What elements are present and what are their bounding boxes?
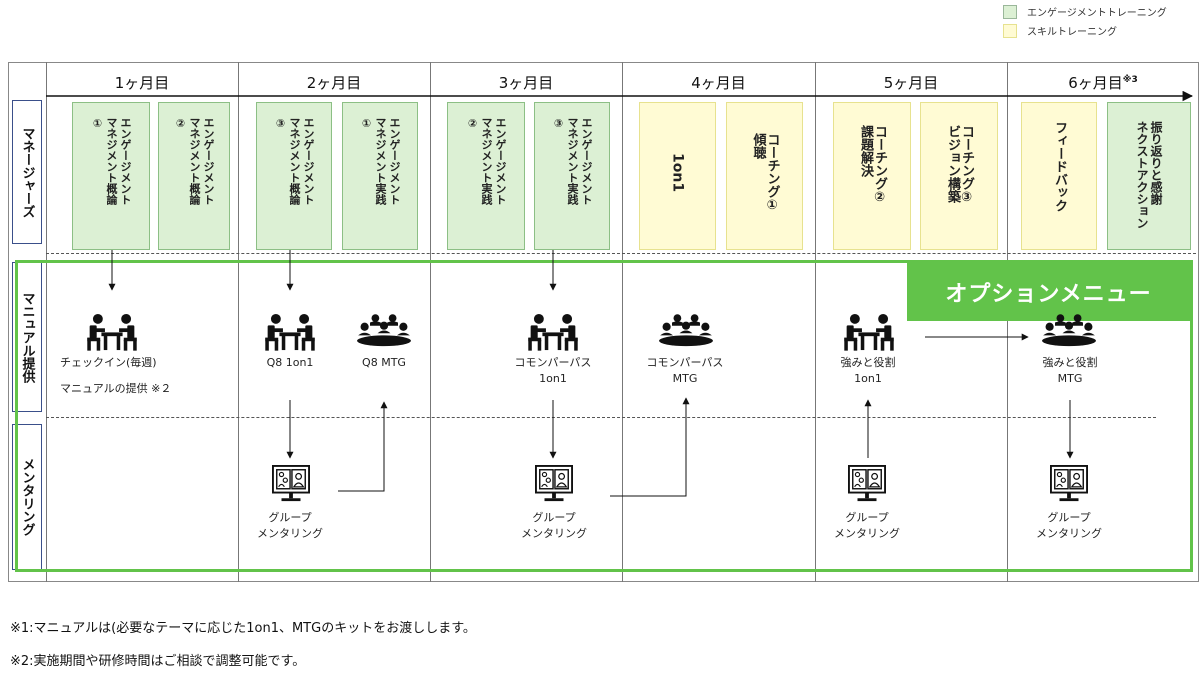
flow-arrow bbox=[610, 397, 690, 497]
q8-mtg-label: Q8 MTG bbox=[362, 356, 406, 369]
month-label: 6ヶ月目 bbox=[1068, 74, 1123, 92]
common-purpose-1on1-label: コモンパーパス 1on1 bbox=[498, 355, 608, 387]
one-on-one-icon bbox=[528, 313, 578, 351]
footnote: ※1:マニュアルは(必要なテーマに応じた1on1、MTGのキットをお渡しします。 bbox=[10, 621, 476, 636]
column-divider bbox=[1007, 62, 1008, 582]
label-line: MTG bbox=[672, 372, 698, 385]
legend-engagement: エンゲージメントトレーニング bbox=[1003, 4, 1167, 19]
training-box-label: 1on1 bbox=[669, 153, 686, 193]
label-line: メンタリング bbox=[521, 527, 587, 540]
month-header: 6ヶ月目※3 bbox=[1007, 72, 1199, 93]
group-mentoring-label: グループ メンタリング bbox=[817, 510, 917, 542]
legend-skill: スキルトレーニング bbox=[1003, 23, 1117, 38]
one-on-one-icon bbox=[265, 313, 315, 351]
common-purpose-mtg-label: コモンパーパス MTG bbox=[630, 355, 740, 387]
strength-mtg-label: 強みと役割 MTG bbox=[1020, 355, 1120, 387]
training-box-label: 振り返りと感謝ネクストアクション bbox=[1135, 121, 1163, 229]
training-box: 1on1 bbox=[639, 102, 716, 250]
manual-note-label: マニュアルの提供 ※２ bbox=[60, 382, 172, 395]
label-line: コモンパーパス bbox=[514, 356, 592, 369]
month-note: ※3 bbox=[1122, 75, 1138, 85]
video-call-icon bbox=[848, 465, 886, 503]
legend-swatch-yellow bbox=[1003, 23, 1017, 38]
label-line: グループ bbox=[845, 511, 889, 524]
label-line: 強みと役割 bbox=[840, 356, 896, 369]
training-box-label: フィードバック bbox=[1052, 121, 1067, 212]
strength-1on1-label: 強みと役割 1on1 bbox=[818, 355, 918, 387]
label-line: グループ bbox=[268, 511, 312, 524]
group-mentoring-label: グループ メンタリング bbox=[1019, 510, 1119, 542]
label-line: グループ bbox=[1047, 511, 1091, 524]
label-line: メンタリング bbox=[834, 527, 900, 540]
label-line: メンタリング bbox=[257, 527, 323, 540]
label-line: 強みと役割 bbox=[1042, 356, 1098, 369]
month-header: 1ヶ月目 bbox=[114, 74, 170, 92]
checkin-label: チェックイン(毎週) bbox=[60, 356, 157, 369]
legend-label: スキルトレーニング bbox=[1027, 27, 1117, 38]
label-line: 1on1 bbox=[854, 372, 882, 385]
group-meeting-icon bbox=[1042, 314, 1096, 347]
month-header: 4ヶ月目 bbox=[691, 74, 746, 92]
row-divider bbox=[46, 253, 1196, 254]
footnote: ※2:実施期間や研修時間はご相談で調整可能です。 bbox=[10, 654, 306, 669]
one-on-one-icon bbox=[844, 313, 894, 351]
video-call-icon bbox=[1050, 465, 1088, 503]
option-menu-tag: オプションメニュー bbox=[907, 263, 1190, 321]
column-divider bbox=[430, 62, 431, 582]
column-divider bbox=[622, 62, 623, 582]
one-on-one-icon bbox=[87, 313, 137, 351]
legend-swatch-green bbox=[1003, 4, 1017, 19]
row-divider bbox=[46, 417, 1156, 418]
column-divider bbox=[238, 62, 239, 582]
month-header: 5ヶ月目 bbox=[883, 74, 939, 92]
month-header: 2ヶ月目 bbox=[306, 74, 362, 92]
row-label-managers: マネージャーズ bbox=[12, 100, 42, 244]
label-line: メンタリング bbox=[1036, 527, 1102, 540]
group-meeting-icon bbox=[659, 314, 713, 347]
group-mentoring-label: グループ メンタリング bbox=[240, 510, 340, 542]
label-line: 1on1 bbox=[539, 372, 567, 385]
group-mentoring-label: グループ メンタリング bbox=[504, 510, 604, 542]
video-call-icon bbox=[272, 465, 310, 503]
flow-arrow bbox=[338, 401, 388, 492]
column-divider bbox=[815, 62, 816, 582]
row-label-mentoring: メンタリング bbox=[12, 424, 42, 570]
q8-1on1-label: Q8 1on1 bbox=[266, 356, 314, 369]
option-menu-frame bbox=[15, 260, 1193, 572]
month-header: 3ヶ月目 bbox=[498, 74, 554, 92]
label-line: MTG bbox=[1057, 372, 1083, 385]
legend-label: エンゲージメントトレーニング bbox=[1027, 8, 1167, 19]
training-box: 振り返りと感謝ネクストアクション bbox=[1107, 102, 1191, 250]
group-meeting-icon bbox=[357, 314, 411, 347]
label-line: コモンパーパス bbox=[646, 356, 724, 369]
label-line: グループ bbox=[532, 511, 576, 524]
training-box: フィードバック bbox=[1021, 102, 1097, 250]
column-divider bbox=[46, 62, 47, 582]
video-call-icon bbox=[535, 465, 573, 503]
